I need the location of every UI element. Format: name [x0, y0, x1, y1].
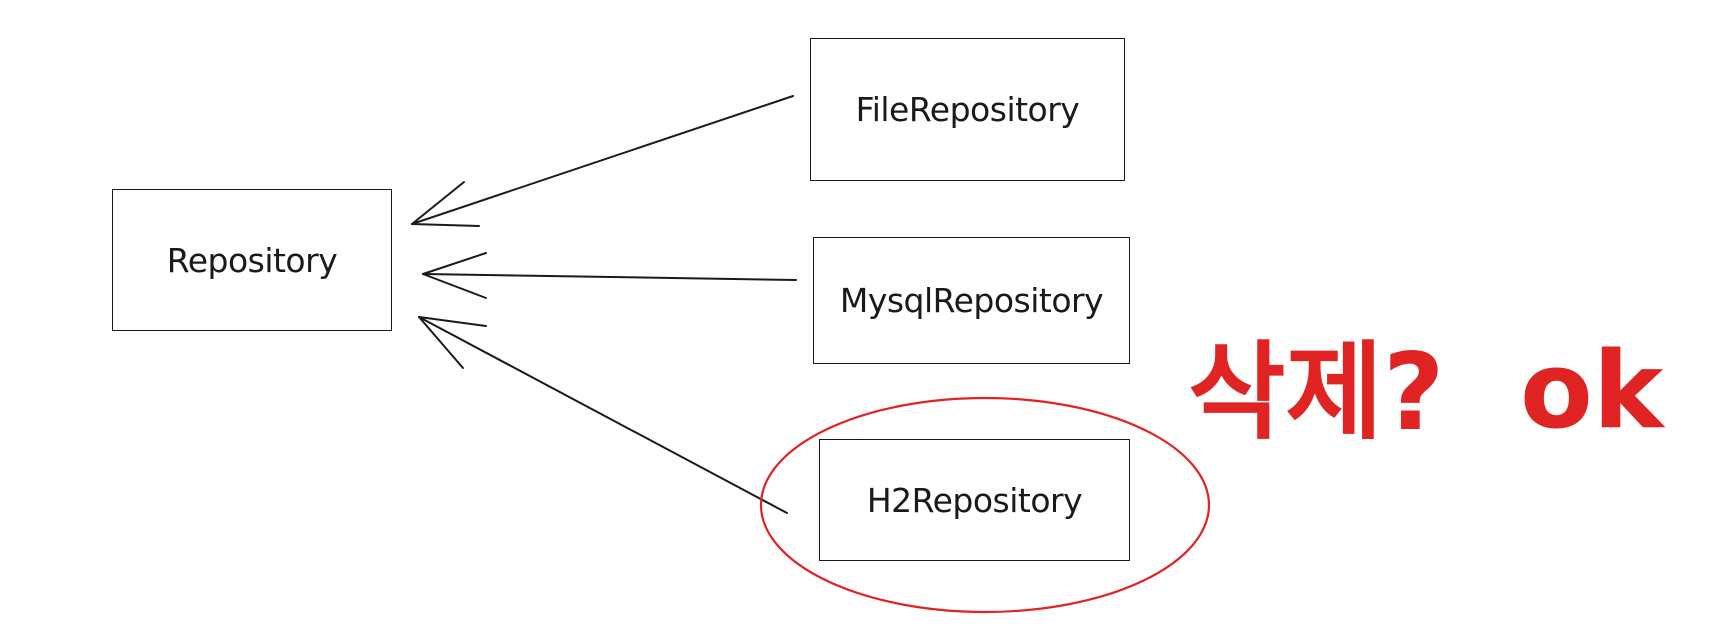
file-repository-node: FileRepository [810, 38, 1125, 181]
file-repository-label: FileRepository [855, 90, 1080, 129]
repository-label: Repository [166, 240, 338, 280]
arrow-mysql-to-repository [422, 252, 797, 299]
h2-repository-node: H2Repository [819, 439, 1130, 561]
arrow-h2-to-repository [418, 316, 788, 514]
arrow-file-to-repository [411, 95, 794, 227]
h2-repository-label: H2Repository [866, 480, 1083, 520]
delete-question-annotation: 삭제? [1188, 331, 1445, 454]
repository-node: Repository [112, 189, 392, 331]
mysql-repository-label: MysqlRepository [839, 281, 1104, 320]
mysql-repository-node: MysqlRepository [813, 237, 1130, 364]
ok-annotation: ok [1520, 329, 1664, 452]
